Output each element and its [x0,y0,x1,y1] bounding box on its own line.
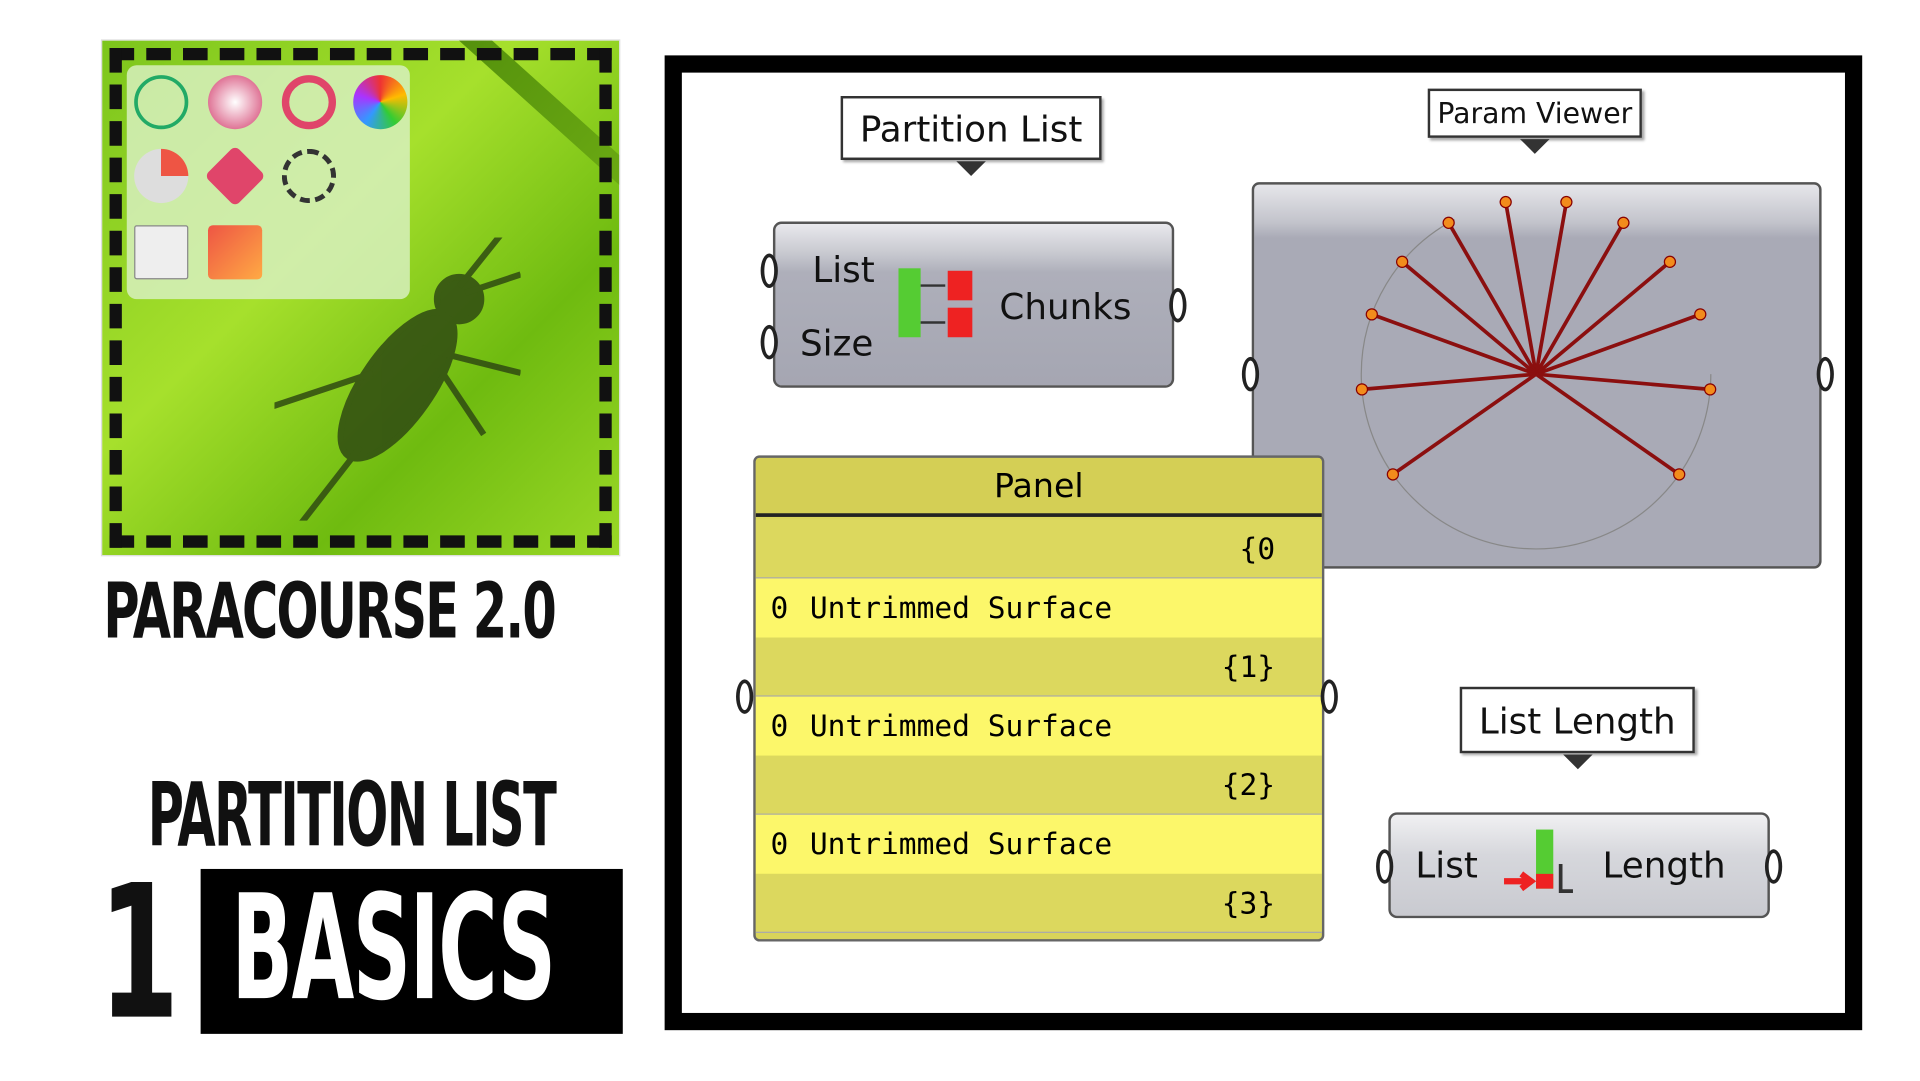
branch-path: {0 [1239,531,1276,567]
branch-wire [1447,221,1538,376]
item-index: 0 [770,708,789,744]
branch-wire [1371,312,1537,376]
branch-path: {2} [1221,768,1276,803]
branch-wire [1534,260,1672,376]
branch-path: {1} [1221,649,1276,685]
tool-icons-tray [126,65,410,300]
dashed-frame [109,48,612,548]
course-title: PARACOURSE 2.0 [103,566,556,657]
branch-node [1663,255,1677,268]
list-length-component[interactable]: List Length [1376,812,1783,919]
branch-path: {3} [1221,886,1276,921]
branch-node [1560,195,1573,209]
panel-input-grip[interactable] [736,679,754,714]
branch-wire [1391,372,1538,476]
lesson-number: 1 [98,846,179,1061]
branch-node [1499,195,1512,209]
param-viewer-output-grip[interactable] [1816,356,1834,392]
item-index: 0 [770,590,789,626]
branch-wire [1534,201,1569,375]
branch-node [1703,383,1717,396]
item-value: Untrimmed Surface [809,708,1113,744]
branch-node [1365,308,1378,321]
topic-title: PARTITION LIST [147,763,557,867]
branch-node [1694,308,1707,321]
input-list-label: List [1415,844,1478,887]
branch-wire [1400,260,1538,376]
guide-circle [1360,198,1712,550]
branch-wire [1534,372,1681,476]
partition-list-icon [898,268,973,338]
panel-path-row: {0 [755,519,1322,579]
list-length-tooltip: List Length [1459,686,1695,770]
branch-wire [1361,372,1537,392]
item-index: 0 [770,827,789,862]
panel-output-grip[interactable] [1320,679,1338,714]
branch-node [1673,468,1686,481]
panel-path-row: {1} [755,637,1322,697]
list-length-icon [1504,829,1573,893]
list-input-grip[interactable] [1376,849,1394,884]
partition-list-tooltip: Partition List [840,96,1102,177]
input-size-label: Size [800,322,874,365]
sphere-tool-icon [208,75,263,130]
panel-title: Panel [755,457,1322,517]
branch-wire [1503,201,1538,375]
grasshopper-canvas[interactable]: Partition List List Size Chunks Param Vi… [664,55,1863,1031]
length-output-grip[interactable] [1764,849,1783,884]
branch-node [1442,216,1455,229]
list-input-grip[interactable] [760,253,778,289]
panel-item-row: 0 Untrimmed Surface [755,814,1322,874]
partition-list-component[interactable]: List Size Chunks [760,221,1187,388]
branch-node [1617,216,1630,229]
grasshopper-silhouette-icon [274,237,521,521]
branch-node [1355,383,1369,396]
level-badge [200,868,623,1034]
branch-node [1386,468,1400,481]
branch-wire [1535,372,1711,392]
panel-path-row: {2} [755,755,1322,815]
transform-tool-icon [208,225,263,280]
param-viewer-tooltip: Param Viewer [1427,88,1642,154]
panel-path-row: {3} [755,873,1322,933]
panel-item-row: 0 Untrimmed Surface [755,578,1322,638]
pie-tool-icon [134,148,189,204]
param-viewer-input-grip[interactable] [1241,356,1260,392]
output-length-label: Length [1602,844,1726,887]
data-tree-diagram [1355,195,1717,550]
panel-item-row: 0 Untrimmed Surface [755,696,1322,756]
level-label: BASICS [231,862,556,1033]
loop-tool-icon [281,75,337,130]
color-wheel-icon [353,75,408,130]
branch-wire [1535,312,1701,376]
output-chunks-label: Chunks [999,285,1132,328]
grasshopper-logo [100,39,621,557]
item-value: Untrimmed Surface [809,827,1113,862]
input-list-label: List [812,248,875,291]
chunks-output-grip[interactable] [1169,288,1187,323]
branch-wire [1534,221,1626,376]
size-input-grip[interactable] [760,324,778,360]
curve-tool-icon [134,75,189,130]
graph-tool-icon [134,225,189,280]
branch-node [1396,255,1409,268]
param-viewer-component[interactable] [1241,182,1834,569]
spring-tool-icon [281,148,337,204]
item-value: Untrimmed Surface [809,590,1113,626]
